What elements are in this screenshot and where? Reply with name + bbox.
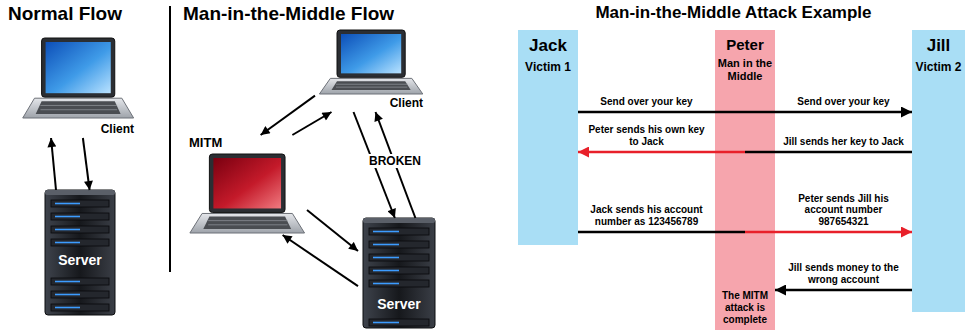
message-arrow — [578, 231, 745, 234]
screen-frame — [42, 38, 115, 97]
laptop-base — [23, 98, 134, 118]
message-arrow — [578, 111, 745, 114]
drive-bay — [51, 304, 109, 311]
status-light — [373, 244, 399, 246]
message-arrow — [578, 151, 745, 154]
node-title: MITM — [189, 135, 222, 151]
keyboard — [203, 216, 291, 229]
status-light — [373, 322, 399, 324]
section-heading: Man-in-the-Middle Flow — [183, 3, 394, 26]
key-row — [40, 109, 117, 110]
message-arrow — [775, 289, 912, 292]
flow-arrow — [307, 210, 358, 251]
keyboard — [36, 101, 121, 114]
message-label: Send over your key — [780, 96, 907, 108]
diagram-title: Man-in-the-Middle Attack Example — [555, 3, 912, 23]
status-light — [55, 307, 80, 309]
server-body — [363, 218, 435, 328]
screen-frame — [337, 30, 405, 77]
screen — [46, 42, 111, 93]
laptop-base — [190, 213, 305, 233]
node-title: Client — [390, 96, 423, 110]
victim-column: JackVictim 1 — [518, 30, 578, 245]
message-label: Peter sends Jill his account number 9876… — [780, 193, 907, 228]
node-text: Man in the Middle — [716, 57, 774, 83]
status-light — [373, 283, 399, 285]
status-light — [55, 294, 80, 296]
drive-bay — [369, 319, 429, 326]
message-label: Jill sends money to the wrong account — [780, 262, 907, 285]
screen — [341, 34, 401, 73]
section-heading: Normal Flow — [8, 3, 122, 26]
drive-bay — [369, 228, 429, 235]
message-label: Jill sends her key to Jack — [780, 136, 907, 148]
node-title: Peter — [726, 36, 764, 54]
server-tower: Server — [358, 218, 440, 328]
status-light — [55, 281, 80, 283]
drive-bay — [369, 241, 429, 248]
status-light — [55, 216, 80, 218]
flow-arrow — [283, 235, 358, 286]
drive-bay — [369, 254, 429, 261]
flow-arrow — [292, 112, 331, 135]
node-title: Server — [58, 252, 102, 269]
flow-arrow — [83, 138, 90, 190]
drive-bay — [51, 291, 109, 298]
divider-line — [169, 6, 171, 272]
message-label: Jack sends his account number as 1234567… — [583, 204, 710, 227]
key-row — [208, 220, 287, 221]
key-row — [336, 87, 408, 88]
status-light — [55, 242, 80, 244]
status-label: BROKEN — [367, 154, 423, 168]
node-text: Victim 1 — [525, 60, 571, 74]
drive-bay — [51, 239, 109, 246]
client-laptop: Client — [315, 30, 425, 112]
node-title: Client — [101, 122, 134, 136]
node-title: Server — [377, 296, 421, 313]
status-light — [55, 203, 80, 205]
status-light — [55, 229, 80, 231]
message-label: Send over your key — [583, 96, 710, 108]
server-cap — [45, 190, 115, 195]
message-arrow — [745, 231, 912, 234]
key-row — [208, 224, 287, 225]
drive-bay — [51, 278, 109, 285]
attacker-laptop: MITM — [185, 135, 307, 235]
flow-arrow — [51, 138, 56, 190]
laptop-base — [319, 78, 422, 94]
message-arrow — [745, 111, 912, 114]
key-row — [336, 84, 408, 85]
screen — [213, 158, 281, 208]
server-tower: Server — [40, 190, 120, 315]
message-arrow — [745, 151, 912, 154]
attacker-column: PeterMan in the MiddleThe MITM attack is… — [715, 30, 775, 330]
drive-bay — [51, 226, 109, 233]
server-body — [45, 190, 115, 315]
drive-bay — [369, 267, 429, 274]
status-light — [373, 257, 399, 259]
server-cap — [363, 218, 435, 223]
keyboard — [332, 81, 411, 90]
key-row — [40, 105, 117, 106]
flow-arrow — [261, 96, 315, 135]
message-label: Peter sends his own key to Jack — [583, 124, 710, 147]
node-text: Victim 2 — [916, 60, 962, 74]
node-text: The MITM attack is complete — [716, 290, 774, 326]
node-title: Jill — [927, 36, 951, 56]
client-laptop: Client — [18, 38, 136, 138]
drive-bay — [369, 280, 429, 287]
drive-bay — [51, 200, 109, 207]
node-title: Jack — [529, 36, 567, 56]
status-light — [373, 231, 399, 233]
screen-frame — [209, 154, 285, 212]
status-light — [373, 270, 399, 272]
victim-column: JillVictim 2 — [912, 30, 965, 312]
drive-bay — [51, 213, 109, 220]
